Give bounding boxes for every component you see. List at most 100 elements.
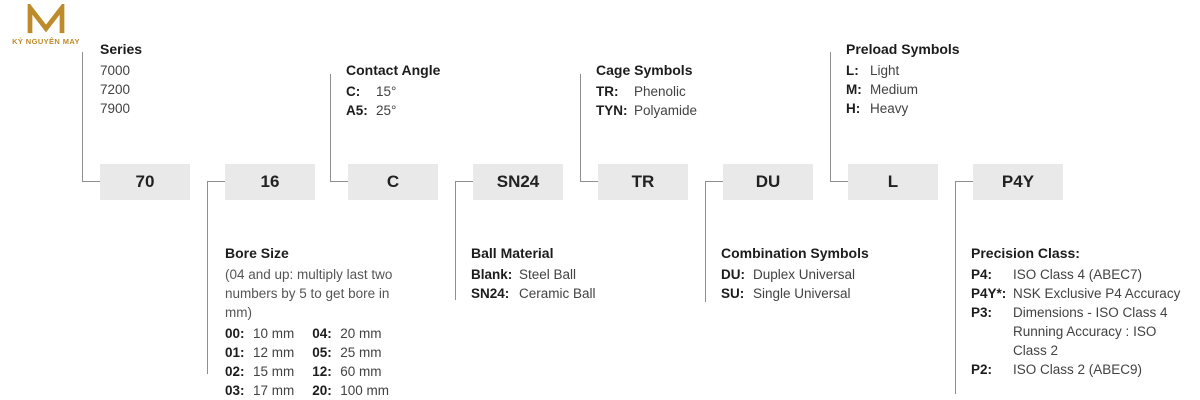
brand-name: KỶ NGUYÊN MAY	[12, 37, 80, 46]
callout-title: Bore Size	[225, 245, 289, 261]
legend-value: 25°	[376, 103, 397, 118]
legend-key: 03:	[225, 383, 245, 398]
legend-value: Phenolic	[634, 84, 686, 99]
connector-line	[955, 182, 956, 394]
legend-key: M:	[846, 82, 862, 97]
bore-size-column: 04: 20 mm 05: 25 mm 12: 60 mm 20: 100 mm	[312, 324, 389, 400]
code-box-precision: P4Y	[973, 164, 1063, 200]
legend-value: NSK Exclusive P4 Accuracy	[1013, 286, 1181, 301]
legend-key: Blank:	[471, 267, 513, 282]
legend-value: Light	[870, 63, 900, 78]
legend-value: 10 mm	[253, 326, 295, 341]
legend-value: Polyamide	[634, 103, 698, 118]
legend-value: ISO Class 4 (ABEC7)	[1013, 267, 1143, 282]
legend-key: P4:	[971, 267, 993, 282]
connector-line	[330, 181, 348, 182]
legend-value: 15°	[376, 84, 397, 99]
legend-value: Dimensions - ISO Class 4 Running Accurac…	[1013, 305, 1168, 358]
legend-entry: 02: 15 mm	[225, 362, 294, 381]
connector-line	[82, 181, 100, 182]
legend-entry: P2: ISO Class 2 (ABEC9)	[971, 360, 1193, 379]
code-box-series: 70	[100, 164, 190, 200]
callout-title: Cage Symbols	[596, 62, 693, 78]
legend-value: 12 mm	[253, 345, 295, 360]
connector-line	[580, 181, 598, 182]
legend-entry: DU: Duplex Universal	[721, 265, 869, 284]
callout-title: Series	[100, 41, 143, 57]
callout-title: Ball Material	[471, 245, 554, 261]
legend-value: Medium	[870, 82, 919, 97]
code-box-combination: DU	[723, 164, 813, 200]
legend-entry: TR: Phenolic	[596, 82, 697, 101]
callout-cage-symbols: Cage Symbols TR: Phenolic TYN: Polyamide	[596, 61, 697, 120]
callout-title: Contact Angle	[346, 62, 441, 78]
series-item: 7000	[100, 63, 131, 78]
connector-line	[830, 181, 848, 182]
connector-line	[330, 74, 331, 182]
legend-key: 04:	[312, 326, 332, 341]
legend-key: 01:	[225, 345, 245, 360]
legend-entry: 01: 12 mm	[225, 343, 294, 362]
series-item: 7200	[100, 82, 131, 97]
legend-key: DU:	[721, 267, 745, 282]
legend-key: 00:	[225, 326, 245, 341]
legend-key: 02:	[225, 364, 245, 379]
legend-entry: TYN: Polyamide	[596, 101, 697, 120]
connector-line	[955, 181, 973, 182]
legend-value: Duplex Universal	[753, 267, 856, 282]
callout-contact-angle: Contact Angle C: 15° A5: 25°	[346, 61, 440, 120]
legend-entry: 05: 25 mm	[312, 343, 389, 362]
legend-entry: 20: 100 mm	[312, 381, 389, 400]
legend-entry: A5: 25°	[346, 101, 440, 120]
legend-value: ISO Class 2 (ABEC9)	[1013, 362, 1143, 377]
legend-entry: 12: 60 mm	[312, 362, 389, 381]
bore-size-note: (04 and up: multiply last two numbers by…	[225, 267, 393, 320]
legend-entry: L: Light	[846, 61, 960, 80]
code-box-ball-material: SN24	[473, 164, 563, 200]
connector-line	[82, 52, 83, 182]
legend-entry: C: 15°	[346, 82, 440, 101]
legend-value: Heavy	[870, 101, 909, 116]
connector-line	[455, 182, 456, 300]
legend-value: 17 mm	[253, 383, 295, 398]
code-box-bore: 16	[225, 164, 315, 200]
legend-key: C:	[346, 84, 361, 99]
code-box-preload: L	[848, 164, 938, 200]
legend-value: Ceramic Ball	[519, 286, 596, 301]
brand-logo: KỶ NGUYÊN MAY	[10, 4, 82, 46]
legend-key: H:	[846, 101, 861, 116]
code-box-contact-angle: C	[348, 164, 438, 200]
logo-m-icon	[27, 4, 65, 34]
legend-entry: 04: 20 mm	[312, 324, 389, 343]
legend-key: TYN:	[596, 103, 628, 118]
connector-line	[455, 181, 473, 182]
callout-bore-size: Bore Size (04 and up: multiply last two …	[225, 244, 405, 400]
callout-title: Preload Symbols	[846, 41, 960, 57]
legend-key: TR:	[596, 84, 619, 99]
bore-size-table: 00: 10 mm 01: 12 mm 02: 15 mm 03: 17 mm	[225, 324, 405, 400]
connector-line	[705, 182, 706, 302]
legend-key: 12:	[312, 364, 332, 379]
legend-entry: P4Y*: NSK Exclusive P4 Accuracy	[971, 284, 1193, 303]
legend-key: 20:	[312, 383, 332, 398]
legend-key: P3:	[971, 305, 993, 320]
legend-value: 25 mm	[340, 345, 382, 360]
legend-entry: H: Heavy	[846, 99, 960, 118]
legend-key: P4Y*:	[971, 286, 1007, 301]
callout-series: Series 7000 7200 7900	[100, 40, 142, 118]
connector-line	[580, 74, 581, 182]
legend-entry: SU: Single Universal	[721, 284, 869, 303]
legend-entry: SN24: Ceramic Ball	[471, 284, 596, 303]
legend-value: 15 mm	[253, 364, 295, 379]
legend-value: Single Universal	[753, 286, 851, 301]
series-item: 7900	[100, 101, 131, 116]
legend-entry: M: Medium	[846, 80, 960, 99]
callout-preload-symbols: Preload Symbols L: Light M: Medium H: He…	[846, 40, 960, 118]
legend-entry: 00: 10 mm	[225, 324, 294, 343]
code-box-cage: TR	[598, 164, 688, 200]
callout-title: Combination Symbols	[721, 245, 869, 261]
bore-size-column: 00: 10 mm 01: 12 mm 02: 15 mm 03: 17 mm	[225, 324, 294, 400]
legend-key: L:	[846, 63, 859, 78]
callout-ball-material: Ball Material Blank: Steel Ball SN24: Ce…	[471, 244, 596, 303]
